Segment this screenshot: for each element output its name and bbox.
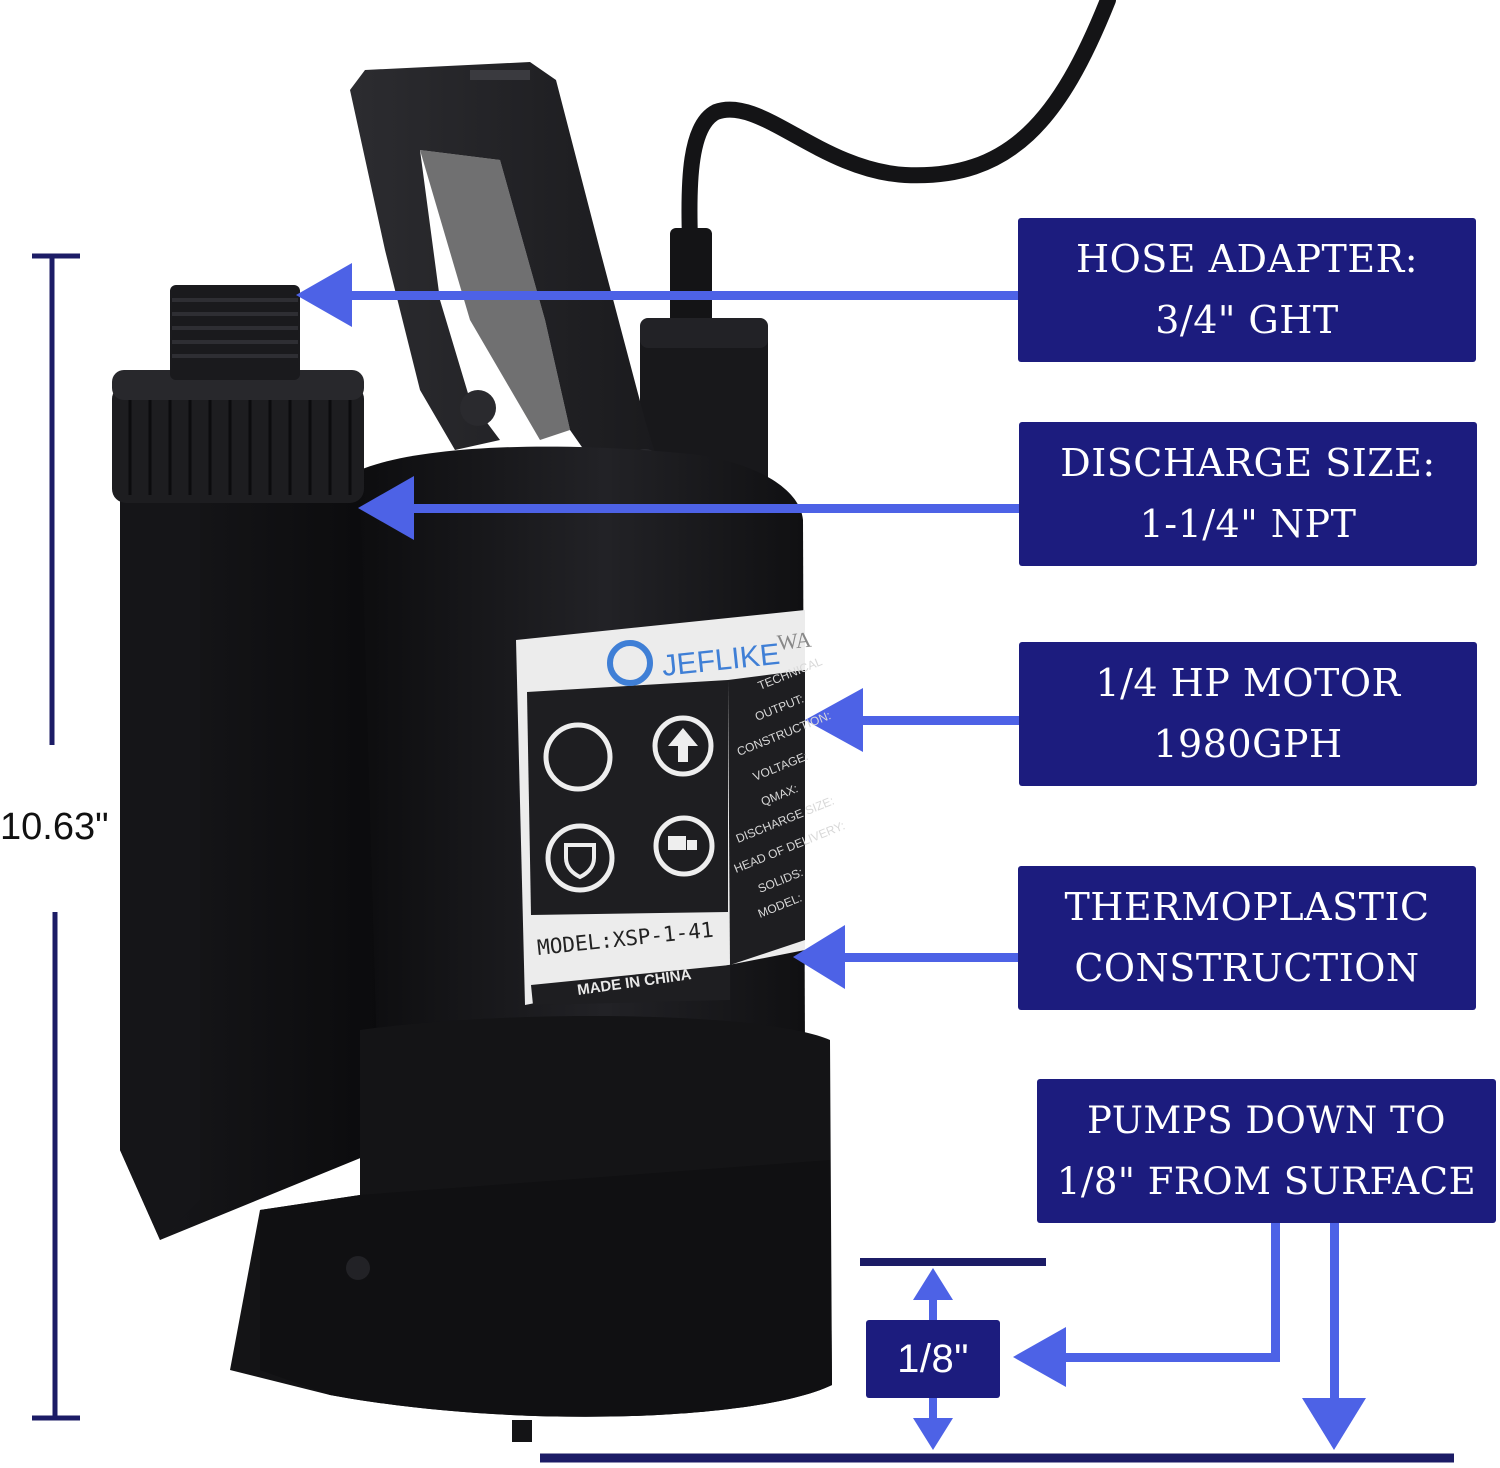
motor-callout: 1/4 HP MOTOR 1980GPH <box>1019 642 1477 786</box>
hose-adapter-callout: HOSE ADAPTER: 3/4" GHT <box>1018 218 1476 362</box>
motor-power: 1/4 HP MOTOR <box>1095 661 1401 705</box>
discharge-size-value: 1-1/4" NPT <box>1139 502 1357 546</box>
discharge-size-callout: DISCHARGE SIZE: 1-1/4" NPT <box>1019 422 1477 566</box>
hose-adapter-title: HOSE ADAPTER: <box>1075 237 1419 281</box>
gap-label: 1/8" <box>897 1337 969 1381</box>
construction-line-1: THERMOPLASTIC <box>1064 885 1430 929</box>
brand-suffix: WA <box>776 627 813 655</box>
motor-flow: 1980GPH <box>1153 722 1343 766</box>
etl-icon <box>543 722 613 792</box>
upload-arrow-icon <box>652 715 714 777</box>
construction-callout: THERMOPLASTIC CONSTRUCTION <box>1018 866 1476 1010</box>
discharge-cap <box>112 385 364 503</box>
height-dimension-label: 10.63" <box>0 806 109 848</box>
discharge-size-title: DISCHARGE SIZE: <box>1060 441 1436 485</box>
height-dimension <box>32 253 80 1421</box>
carry-handle <box>350 62 660 490</box>
shield-icon <box>545 823 615 893</box>
power-cord <box>681 0 1116 248</box>
cord-boot <box>670 228 712 328</box>
pump-down-line-1: PUMPS DOWN TO <box>1087 1099 1446 1142</box>
hose-adapter-value: 3/4" GHT <box>1155 298 1339 342</box>
motor-arrow <box>805 688 1020 752</box>
construction-line-2: CONSTRUCTION <box>1074 946 1420 990</box>
gap-double-arrow <box>913 1268 953 1450</box>
pump-down-arrow-left <box>1013 1222 1280 1387</box>
discharge-size-arrow <box>358 476 1020 540</box>
construction-arrow <box>793 925 1020 989</box>
product-label <box>516 610 805 1005</box>
brand-logo-icon <box>607 640 653 686</box>
pump-down-line-2: 1/8" FROM SURFACE <box>1056 1160 1477 1203</box>
gap-callout: 1/8" <box>866 1320 1000 1398</box>
hose-adapter-arrow <box>296 263 1020 327</box>
pump-down-arrow-down <box>1302 1222 1366 1450</box>
pump-down-callout: PUMPS DOWN TO 1/8" FROM SURFACE <box>1037 1079 1496 1223</box>
cap-ribs <box>128 400 352 495</box>
delivery-truck-icon <box>653 815 715 877</box>
